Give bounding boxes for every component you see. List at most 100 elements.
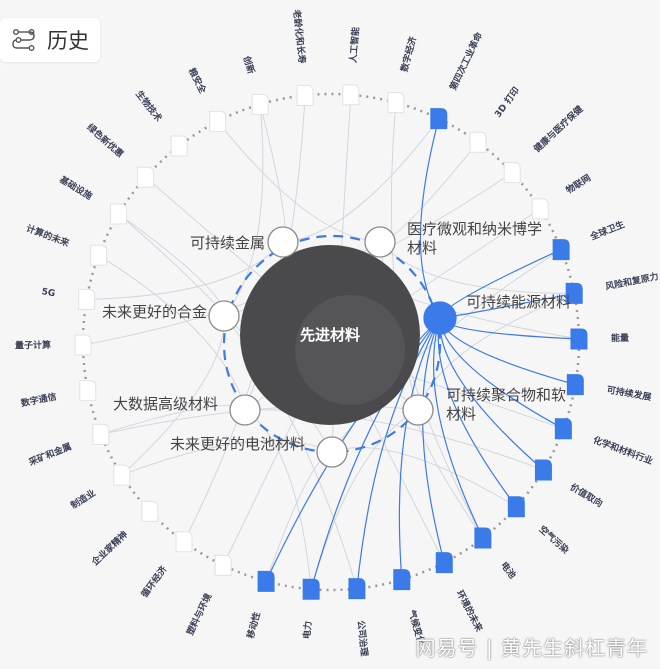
highlight-link — [437, 317, 517, 508]
outer-node[interactable]: 粮安全 — [186, 66, 227, 132]
document-icon — [534, 459, 552, 481]
inner-node-label: 材料 — [446, 405, 476, 423]
outer-node[interactable]: 采矿和金属 — [26, 423, 110, 469]
outer-node[interactable]: 5G — [41, 287, 96, 310]
outer-node[interactable]: 空气污染 — [507, 496, 573, 557]
timeline-icon — [12, 29, 35, 52]
outer-node[interactable]: 循环经济 — [138, 531, 193, 600]
center-node[interactable]: 先进材料 — [240, 245, 420, 425]
outer-node[interactable]: 公司治理 — [348, 578, 371, 657]
outer-node[interactable]: 量子计算 — [15, 334, 92, 356]
inner-node[interactable]: 未来更好的电池材料 — [170, 435, 348, 468]
outer-node[interactable]: 全球卫生 — [552, 218, 626, 261]
outer-node[interactable]: 可持续发展 — [566, 374, 652, 404]
document-icon — [110, 203, 128, 225]
document-icon — [251, 93, 269, 115]
outer-node[interactable]: 能量 — [570, 328, 629, 350]
outer-node-label: 公司治理 — [355, 620, 371, 657]
link — [259, 104, 286, 243]
outer-node[interactable]: 化学和材料行业 — [554, 418, 655, 467]
inner-node[interactable]: 可持续金属 — [190, 226, 299, 258]
link — [331, 447, 517, 508]
inner-node-label: 可持续聚合物和软 — [446, 386, 566, 404]
inner-node[interactable]: 大数据高级材料 — [113, 394, 261, 426]
outer-node-label: 全球卫生 — [587, 218, 626, 243]
document-icon — [503, 162, 521, 184]
inner-node-dot — [267, 226, 299, 258]
inner-node-label: 可持续能源材料 — [466, 293, 571, 311]
outer-node-label: 创新 — [240, 54, 257, 76]
outer-node[interactable]: 人工智能 — [342, 26, 362, 106]
link — [417, 292, 575, 411]
outer-node[interactable]: 塑料与环境 — [184, 554, 232, 637]
outer-node-label: 电力 — [301, 621, 314, 640]
document-icon — [430, 108, 448, 130]
outer-node[interactable]: 计算的未来 — [25, 222, 108, 266]
document-icon — [257, 570, 275, 592]
outer-node[interactable]: 3D 打印 — [469, 85, 522, 153]
outer-node[interactable]: 制造业 — [68, 464, 131, 511]
document-icon — [348, 578, 366, 600]
outer-node[interactable]: 风险和复原力 — [565, 270, 660, 304]
page-title: 历史 — [47, 29, 89, 53]
document-icon — [552, 239, 570, 261]
inner-node[interactable]: 未来更好的合金 — [102, 300, 240, 332]
outer-node-label: 计算的未来 — [25, 222, 72, 249]
inner-node-dot — [316, 436, 348, 468]
inner-node[interactable]: 可持续能源材料 — [423, 293, 571, 335]
outer-node[interactable]: 环境的未来 — [435, 552, 486, 635]
outer-node[interactable]: 健康与医疗保健 — [503, 103, 585, 184]
document-icon — [79, 380, 97, 402]
outer-node-label: 3D 打印 — [492, 85, 522, 120]
outer-node-label: 化学和材料行业 — [591, 434, 654, 467]
inner-node-label: 可持续金属 — [190, 234, 265, 252]
outer-node[interactable]: 数字经济 — [387, 34, 419, 114]
document-icon — [141, 500, 159, 522]
document-icon — [113, 464, 131, 486]
document-icon — [90, 244, 108, 266]
inner-node-label: 未来更好的合金 — [102, 303, 207, 321]
outer-node-label: 可持续发展 — [606, 384, 652, 404]
outer-node[interactable]: 老龄化和长寿 — [291, 8, 314, 106]
document-icon — [566, 374, 584, 396]
outer-node[interactable]: 创新 — [240, 54, 269, 115]
inner-node-dot — [229, 394, 261, 426]
outer-node[interactable]: 基础设施 — [57, 173, 128, 225]
inner-node-label: 大数据高级材料 — [113, 395, 218, 413]
highlight-link — [356, 317, 441, 589]
outer-node-label: 循环经济 — [138, 563, 170, 600]
document-icon — [474, 527, 492, 549]
link — [244, 409, 544, 471]
outer-node-label: 环境的未来 — [454, 588, 486, 634]
outer-node[interactable]: 第四次工业革命 — [430, 29, 486, 130]
history-button[interactable]: 历史 — [0, 18, 100, 62]
link — [98, 254, 246, 411]
highlight-link — [398, 317, 441, 580]
outer-node-label: 老龄化和长寿 — [291, 8, 309, 64]
outer-node-label: 采矿和金属 — [26, 440, 73, 468]
outer-node-label: 数字经济 — [398, 34, 419, 73]
outer-node[interactable]: 数字通信 — [20, 380, 97, 410]
outer-node[interactable]: 电池 — [474, 527, 519, 581]
outer-node[interactable]: 企业家精神 — [88, 500, 159, 569]
document-icon — [214, 554, 232, 576]
outer-node[interactable]: 移动性 — [244, 570, 275, 640]
outer-node[interactable]: 价值取向 — [534, 459, 605, 510]
outer-node[interactable]: 绿色新优惠 — [84, 121, 155, 188]
inner-node-dot — [402, 394, 434, 426]
outer-node[interactable]: 生物技术 — [133, 88, 188, 157]
outer-node-label: 风险和复原力 — [604, 270, 659, 292]
outer-node[interactable]: 电力 — [301, 578, 320, 640]
link — [310, 409, 419, 590]
outer-node[interactable]: 物联网 — [531, 172, 593, 220]
outer-node-label: 绿色新优惠 — [84, 121, 126, 160]
outer-node-label: 空气污染 — [537, 523, 573, 557]
outer-node-label: 塑料与环境 — [184, 591, 214, 637]
document-icon — [387, 92, 405, 114]
outer-node-label: 5G — [41, 287, 56, 299]
inner-node-label: 未来更好的电池材料 — [170, 435, 305, 453]
link — [244, 409, 312, 590]
